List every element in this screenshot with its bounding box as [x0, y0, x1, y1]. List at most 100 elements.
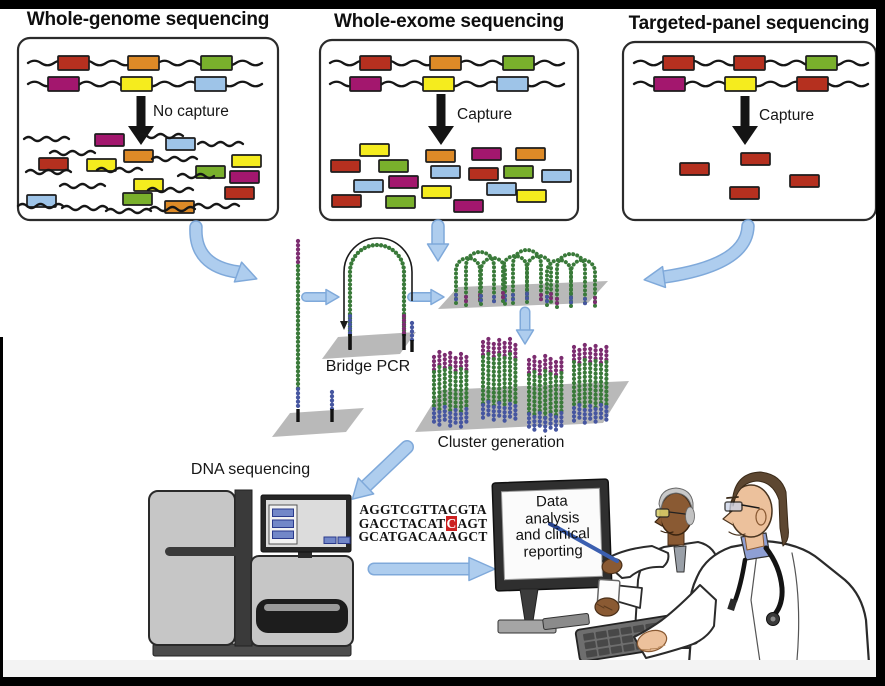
doctor-right — [686, 471, 872, 680]
exon-block — [359, 55, 392, 71]
bead-strand — [511, 248, 543, 305]
flow-arrow-head — [430, 288, 445, 306]
dna-fragment-strand — [148, 205, 197, 213]
dna-fragment — [122, 192, 153, 206]
dna-fragment-strand — [58, 182, 107, 190]
monitor-screen-text: Data analysis and clinical reporting — [515, 492, 591, 561]
frame-bottom — [0, 677, 885, 686]
dna-fragment — [331, 194, 362, 208]
dna-fragment — [224, 186, 255, 200]
dna-fragment — [378, 159, 409, 173]
exon-block — [47, 76, 80, 92]
keyboard-key — [609, 637, 621, 646]
panel-title-targeted-panel: Targeted-panel sequencing — [628, 13, 870, 34]
machine-left-door — [148, 490, 236, 646]
dna-fragment — [486, 182, 517, 196]
doctor-left-glasses — [655, 508, 670, 518]
keyboard-key — [583, 632, 595, 641]
capture-label-targeted-panel: Capture — [759, 107, 815, 124]
dna-fragment — [789, 174, 820, 188]
frame-left — [0, 337, 3, 677]
dna-fragment-strand — [150, 155, 199, 163]
sequence-line-2: GACCTACATCAGT — [358, 515, 488, 531]
dna-fragment-strand — [95, 166, 144, 174]
doctors-illustration — [548, 471, 872, 680]
bead-strand — [569, 258, 597, 308]
exon-block — [805, 55, 838, 71]
machine-screen-bar — [272, 508, 294, 517]
bead-strand — [347, 242, 407, 338]
pointer-pen — [554, 525, 619, 563]
machine-handle — [165, 547, 239, 556]
flow-arrow-head — [351, 477, 375, 500]
flow-arrow-head — [515, 329, 535, 345]
dna-fragment — [388, 175, 419, 189]
monitor-stand — [519, 588, 539, 622]
flow-arrow-head — [468, 556, 496, 582]
dna-fragment-strand — [16, 202, 65, 210]
monitor-screen — [500, 487, 603, 581]
exon-block — [422, 76, 455, 92]
panel-illustrations — [16, 55, 870, 215]
machine-tray-bar — [264, 604, 340, 611]
exon-block — [502, 55, 535, 71]
dna-fragment — [231, 154, 262, 168]
exon-block — [429, 55, 462, 71]
capture-arrow — [136, 96, 146, 126]
dna-fragment — [94, 133, 125, 147]
dna-fragment-strand — [60, 204, 109, 212]
variant-highlight: C — [445, 515, 458, 531]
dna-fragment — [503, 165, 534, 179]
dna-fragment — [195, 165, 226, 179]
bridge-cycle-arrow — [343, 237, 413, 322]
dna-fragment — [515, 147, 546, 161]
doctor-right-hair — [732, 471, 789, 547]
exon-block — [57, 55, 90, 71]
dna-fragment — [26, 194, 57, 208]
frame-top — [0, 0, 885, 9]
exon-block — [796, 76, 829, 92]
dna-fragment — [421, 185, 452, 199]
machine-screen-button — [337, 536, 351, 544]
flow-arrow-head — [643, 265, 667, 289]
keyboard-key — [610, 645, 623, 654]
dna-fragment — [430, 165, 461, 179]
bridge-cycle-arrow-head — [340, 321, 348, 330]
capture-label-whole-genome: No capture — [153, 103, 229, 120]
flow-cell-bridge — [322, 332, 416, 359]
exon-block — [120, 76, 153, 92]
workstation — [491, 478, 613, 634]
exon-block — [496, 76, 529, 92]
keyboard-key — [620, 626, 633, 635]
dna-fragment — [468, 167, 499, 181]
capture-arrow-head — [428, 126, 454, 145]
machine-screen-bar — [272, 530, 294, 539]
dna-fragment-strand — [196, 140, 245, 148]
exon-block — [349, 76, 382, 92]
flow-arrow-head — [325, 288, 340, 306]
monitor-base-foot — [542, 612, 590, 631]
dna-fragment-strand — [136, 132, 185, 140]
dna-sequencing-label: DNA sequencing — [190, 461, 311, 478]
capture-arrow-head — [732, 126, 758, 145]
bead-strand — [464, 250, 496, 307]
sequence-line-1: AGGTCGTTACGTA — [359, 502, 487, 517]
dna-fragment — [123, 149, 154, 163]
panel-title-whole-genome: Whole-genome sequencing — [26, 9, 270, 30]
bridge-pcr-label: Bridge PCR — [325, 358, 411, 375]
bead-strand — [555, 252, 587, 309]
exon-block — [200, 55, 233, 71]
keyboard-key — [621, 635, 634, 644]
dna-fragment — [471, 147, 502, 161]
dna-fragment-strand — [192, 202, 241, 210]
doctor-left-tie — [673, 545, 687, 573]
dna-fragment — [453, 199, 484, 213]
keyboard-key — [607, 628, 620, 637]
sequencer-machine — [148, 489, 354, 657]
dna-fragment — [38, 157, 69, 171]
dna-fragment-strand — [24, 168, 73, 176]
dna-fragment — [229, 170, 260, 184]
dna-fragment — [385, 195, 416, 209]
